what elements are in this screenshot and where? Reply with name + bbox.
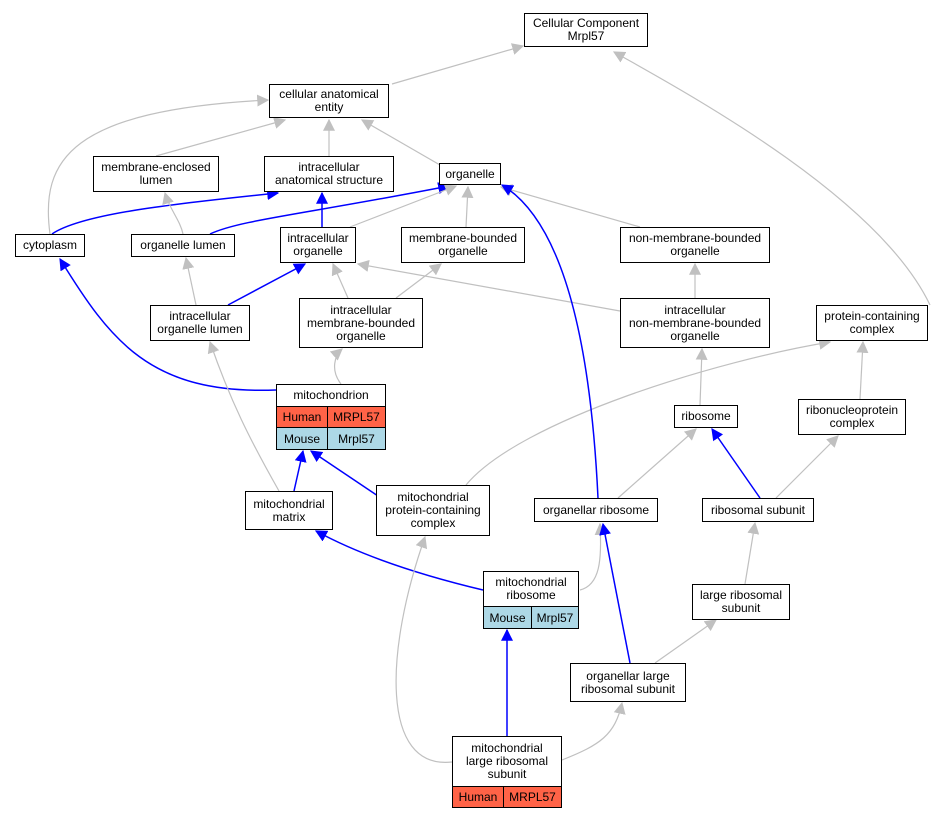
edge-ribosomal-subunit-to-ribonucleoprotein-complex [775, 435, 839, 499]
species-label-human: Human [276, 406, 328, 428]
edge-intracellular-organelle-lumen-to-organelle-lumen [182, 256, 197, 306]
node-mitochondrial-ribosome[interactable]: mitochondrial ribosome [483, 571, 579, 607]
node-intracellular-membrane-bounded-organelle[interactable]: intracellular membrane-bounded organelle [299, 298, 423, 348]
edge-cellular-anatomical-entity-to-cellular-component [391, 43, 525, 85]
node-mitochondrial-protein-containing-complex[interactable]: mitochondrial protein-containing complex [376, 485, 490, 536]
species-label-mouse: Mouse [276, 427, 328, 450]
edge-intracellular-organelle-to-organelle [349, 184, 458, 228]
node-label: ribosomal subunit [710, 502, 806, 517]
edge-mitochondrial-matrix-to-mitochondrion [293, 449, 307, 492]
edge-ribosome-to-intracellular-non-membrane-bounded-organelle [695, 347, 708, 406]
node-label: large ribosomal subunit [699, 588, 783, 615]
edge-mitochondrial-ribosome-to-organellar-ribosome [579, 522, 607, 591]
node-label: ribonucleoprotein complex [805, 403, 899, 430]
node-ribosome[interactable]: ribosome [674, 405, 738, 428]
node-mitochondrial-large-ribosomal-subunit[interactable]: mitochondrial large ribosomal subunit [452, 736, 562, 787]
node-label: protein-containing complex [824, 309, 920, 336]
node-organellar-ribosome[interactable]: organellar ribosome [534, 498, 658, 522]
node-label: intracellular non-membrane-bounded organ… [628, 302, 762, 343]
edge-mitochondrion-to-cytoplasm [59, 257, 277, 392]
node-label: mitochondrial protein-containing complex [385, 490, 481, 530]
edge-organelle-lumen-to-membrane-enclosed-lumen [162, 191, 184, 235]
node-label: mitochondrial large ribosomal subunit [465, 741, 549, 781]
edge-organellar-large-ribosomal-subunit-to-large-ribosomal-subunit [654, 619, 717, 664]
node-organelle-lumen[interactable]: organelle lumen [131, 234, 235, 257]
node-membrane-bounded-organelle[interactable]: membrane-bounded organelle [401, 227, 525, 263]
edge-intracellular-membrane-bounded-organelle-to-intracellular-organelle [331, 262, 349, 299]
edge-organelle-lumen-to-organelle [209, 182, 451, 235]
node-mitochondrion[interactable]: mitochondrion [276, 384, 386, 407]
edge-mitochondrial-large-ribosomal-subunit-to-mitochondrial-protein-containing-complex [395, 535, 453, 763]
node-organellar-large-ribosomal-subunit[interactable]: organellar large ribosomal subunit [570, 663, 686, 702]
node-label: ribosome [681, 409, 731, 423]
node-label: intracellular anatomical structure [274, 160, 384, 187]
species-label-human: Human [452, 786, 504, 808]
gene-label-human: MRPL57 [503, 786, 562, 808]
node-label: cytoplasm [22, 238, 78, 252]
gene-label-mouse: Mrpl57 [531, 606, 579, 629]
node-organelle[interactable]: organelle [439, 163, 501, 185]
node-intracellular-organelle-lumen[interactable]: intracellular organelle lumen [150, 305, 250, 341]
node-label: Cellular Component Mrpl57 [532, 16, 640, 43]
edge-mitochondrion-to-intracellular-membrane-bounded-organelle [329, 348, 343, 385]
edge-mitochondrial-protein-containing-complex-to-protein-containing-complex [465, 337, 832, 486]
edge-membrane-bounded-organelle-to-organelle [461, 185, 474, 228]
gene-label-human: MRPL57 [327, 406, 386, 428]
edge-organellar-ribosome-to-ribosome [617, 428, 697, 499]
node-membrane-enclosed-lumen[interactable]: membrane-enclosed lumen [93, 156, 219, 192]
edge-large-ribosomal-subunit-to-ribosomal-subunit [744, 521, 760, 585]
node-label: organellar ribosome [542, 502, 650, 517]
node-cellular-anatomical-entity[interactable]: cellular anatomical entity [269, 84, 389, 118]
edge-organelle-to-cellular-anatomical-entity [360, 119, 441, 166]
node-label: intracellular organelle lumen [157, 309, 243, 336]
node-label: organellar large ribosomal subunit [580, 668, 676, 696]
node-label: cellular anatomical entity [279, 87, 379, 114]
edge-ribonucleoprotein-complex-to-protein-containing-complex [856, 340, 869, 400]
node-cellular-component[interactable]: Cellular Component Mrpl57 [524, 13, 648, 47]
node-mitochondrial-matrix[interactable]: mitochondrial matrix [245, 491, 333, 530]
node-intracellular-organelle[interactable]: intracellular organelle [280, 227, 356, 263]
node-label: membrane-bounded organelle [408, 231, 518, 258]
node-label: mitochondrial matrix [253, 496, 325, 524]
species-label-mouse: Mouse [483, 606, 532, 629]
edge-organellar-ribosome-to-organelle [500, 184, 599, 499]
edge-mitochondrial-matrix-to-intracellular-organelle-lumen [207, 340, 280, 492]
edge-membrane-enclosed-lumen-to-cellular-anatomical-entity [155, 117, 287, 157]
node-label: mitochondrial ribosome [495, 575, 567, 602]
edge-organellar-large-ribosomal-subunit-to-organellar-ribosome [599, 522, 631, 664]
edge-cytoplasm-to-intracellular-anatomical-structure [51, 188, 280, 235]
node-protein-containing-complex[interactable]: protein-containing complex [816, 305, 928, 341]
node-label: intracellular organelle [287, 231, 349, 258]
edge-intracellular-membrane-bounded-organelle-to-membrane-bounded-organelle [395, 263, 442, 299]
edge-intracellular-organelle-lumen-to-intracellular-organelle [227, 263, 307, 306]
edge-intracellular-non-membrane-bounded-organelle-to-intracellular-organelle [356, 260, 621, 312]
edge-non-membrane-bounded-organelle-to-organelle [499, 184, 641, 228]
node-cytoplasm[interactable]: cytoplasm [15, 234, 85, 257]
edge-protein-containing-complex-to-cellular-component [612, 51, 931, 306]
node-label: membrane-enclosed lumen [101, 160, 211, 187]
node-intracellular-non-membrane-bounded-organelle[interactable]: intracellular non-membrane-bounded organ… [620, 298, 770, 348]
edge-mitochondrial-protein-containing-complex-to-mitochondrion [310, 450, 379, 497]
gene-label-mouse: Mrpl57 [327, 427, 386, 450]
edge-mitochondrial-ribosome-to-mitochondrial-matrix [314, 530, 484, 591]
edge-cytoplasm-to-cellular-anatomical-entity [47, 94, 270, 235]
node-large-ribosomal-subunit[interactable]: large ribosomal subunit [692, 584, 790, 620]
node-non-membrane-bounded-organelle[interactable]: non-membrane-bounded organelle [620, 227, 770, 263]
node-label: non-membrane-bounded organelle [628, 231, 762, 258]
node-label: organelle [445, 166, 495, 181]
node-ribosomal-subunit[interactable]: ribosomal subunit [702, 498, 814, 522]
edge-mitochondrial-large-ribosomal-subunit-to-organellar-large-ribosomal-subunit [561, 701, 626, 761]
edge-ribosomal-subunit-to-ribosome [711, 428, 761, 499]
node-label: organelle lumen [140, 238, 226, 252]
node-ribonucleoprotein-complex[interactable]: ribonucleoprotein complex [798, 399, 906, 435]
node-intracellular-anatomical-structure[interactable]: intracellular anatomical structure [264, 156, 394, 192]
node-label: mitochondrion [293, 388, 369, 402]
node-label: intracellular membrane-bounded organelle [306, 302, 416, 343]
